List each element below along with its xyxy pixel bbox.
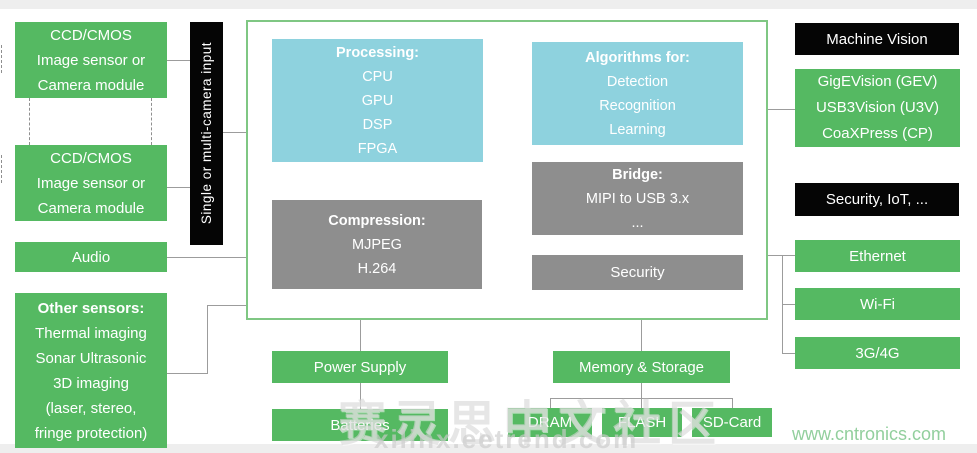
- security-iot-label: Security, IoT, ...: [825, 191, 929, 208]
- memory-storage-label: Memory & Storage: [578, 358, 705, 376]
- algorithms-title: Algorithms for:: [585, 49, 690, 66]
- connector-mainframe-connectivity: [768, 255, 782, 256]
- machine-vision-label: Machine Vision: [826, 30, 928, 48]
- bridge-item-mipi: MIPI to USB 3.x: [585, 190, 690, 207]
- other-sensors-item-4: (laser, stereo,: [45, 399, 137, 417]
- camera-module-box-1: CCD/CMOS Image sensor or Camera module: [15, 22, 167, 98]
- camera1-line2: Image sensor or: [36, 51, 146, 69]
- standard-coaxpress: CoaXPress (CP): [822, 125, 933, 142]
- processing-box: Processing: CPU GPU DSP FPGA: [272, 39, 483, 162]
- edge-dashed-mark-2: [1, 155, 2, 183]
- connector-bus-wifi: [782, 304, 795, 305]
- compression-item-h264: H.264: [357, 260, 397, 277]
- connector-memory-branch: [641, 383, 642, 398]
- memory-storage-box: Memory & Storage: [553, 351, 730, 383]
- other-sensors-item-5: fringe protection): [34, 424, 148, 442]
- compression-title: Compression:: [328, 212, 426, 229]
- processing-title: Processing:: [336, 44, 419, 61]
- connector-branch-dram: [550, 398, 551, 408]
- ethernet-box: Ethernet: [795, 240, 960, 272]
- bridge-box: Bridge: MIPI to USB 3.x ...: [532, 162, 743, 235]
- camera-input-bar: Single or multi-camera input: [190, 22, 223, 245]
- processing-item-dsp: DSP: [362, 116, 393, 133]
- connector-powersupply-batteries: [360, 383, 361, 409]
- batteries-box: Batteries: [272, 409, 448, 441]
- connector-bus-ethernet: [782, 255, 795, 256]
- watermark-cntronics-url: www.cntronics.com: [792, 424, 947, 444]
- connector-othersensors-v: [207, 305, 208, 374]
- camera1-line1: CCD/CMOS: [50, 26, 132, 44]
- connector-mainframe-memory: [641, 320, 642, 351]
- other-sensors-title: Other sensors:: [37, 299, 145, 317]
- other-sensors-item-2: Sonar Ultrasonic: [35, 349, 147, 367]
- edge-dashed-mark-1: [1, 45, 2, 73]
- algorithms-box: Algorithms for: Detection Recognition Le…: [532, 42, 743, 145]
- flash-box: FLASH: [602, 408, 682, 437]
- dram-label: DRAM: [527, 414, 573, 431]
- sdcard-label: SD-Card: [702, 414, 762, 431]
- connector-inputbar-mainframe: [223, 132, 246, 133]
- top-border-strip: [0, 0, 977, 9]
- power-supply-label: Power Supply: [313, 358, 407, 376]
- algorithms-item-learning: Learning: [609, 121, 666, 138]
- cellular-box: 3G/4G: [795, 337, 960, 369]
- audio-box: Audio: [15, 242, 167, 272]
- cellular-label: 3G/4G: [855, 344, 900, 362]
- connector-bus-cellular: [782, 353, 795, 354]
- connector-camera2-inputbar: [167, 187, 190, 188]
- camera-module-box-2: CCD/CMOS Image sensor or Camera module: [15, 145, 167, 221]
- audio-label: Audio: [71, 248, 111, 266]
- connector-branch-flash: [641, 398, 642, 408]
- flash-label: FLASH: [617, 414, 667, 431]
- connector-mainframe-visionstandards: [768, 109, 795, 110]
- compression-item-mjpeg: MJPEG: [352, 236, 402, 253]
- other-sensors-item-1: Thermal imaging: [35, 324, 147, 342]
- camera-input-bar-label: Single or multi-camera input: [199, 42, 214, 225]
- standard-gigevision: GigEVision (GEV): [817, 73, 938, 90]
- algorithms-item-detection: Detection: [606, 73, 669, 90]
- wifi-box: Wi-Fi: [795, 288, 960, 320]
- camera1-line3: Camera module: [37, 76, 145, 94]
- bridge-title: Bridge:: [612, 166, 663, 183]
- camera2-line3: Camera module: [37, 199, 145, 217]
- security-label: Security: [610, 264, 665, 281]
- camera-dashed-link-left: [29, 98, 30, 145]
- processing-item-fpga: FPGA: [357, 140, 398, 157]
- vision-standards-box: GigEVision (GEV) USB3Vision (U3V) CoaXPr…: [795, 69, 960, 147]
- connector-mainframe-powersupply: [360, 320, 361, 351]
- algorithms-item-recognition: Recognition: [599, 97, 676, 114]
- connector-othersensors-h2: [207, 305, 246, 306]
- sdcard-box: SD-Card: [692, 408, 772, 437]
- batteries-label: Batteries: [330, 416, 390, 434]
- security-iot-header: Security, IoT, ...: [795, 183, 959, 216]
- connector-othersensors-h1: [167, 373, 207, 374]
- processing-item-cpu: CPU: [362, 68, 393, 85]
- power-supply-box: Power Supply: [272, 351, 448, 383]
- camera2-line2: Image sensor or: [36, 174, 146, 192]
- camera-dashed-link-right: [151, 98, 152, 145]
- other-sensors-item-3: 3D imaging: [53, 374, 129, 392]
- ethernet-label: Ethernet: [849, 247, 906, 265]
- processing-item-gpu: GPU: [361, 92, 394, 109]
- connector-camera1-inputbar: [167, 60, 190, 61]
- bottom-border-strip: [0, 444, 977, 453]
- connector-audio-mainframe: [167, 257, 246, 258]
- machine-vision-header: Machine Vision: [795, 23, 959, 55]
- other-sensors-box: Other sensors: Thermal imaging Sonar Ult…: [15, 293, 167, 448]
- standard-usb3vision: USB3Vision (U3V): [815, 99, 940, 116]
- bridge-item-ellipsis: ...: [631, 214, 644, 231]
- connector-branch-sdcard: [732, 398, 733, 408]
- camera2-line1: CCD/CMOS: [50, 149, 132, 167]
- security-box: Security: [532, 255, 743, 290]
- dram-box: DRAM: [508, 408, 592, 437]
- compression-box: Compression: MJPEG H.264: [272, 200, 482, 289]
- wifi-label: Wi-Fi: [860, 295, 895, 313]
